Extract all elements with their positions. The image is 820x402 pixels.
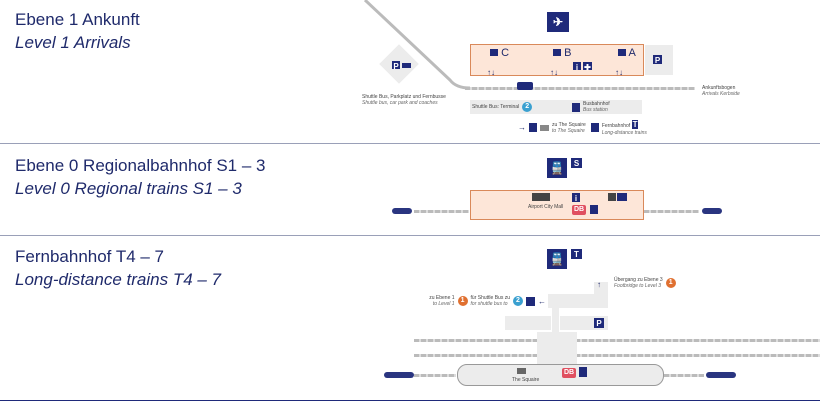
parking-icon: P (653, 55, 662, 65)
ice-train-left-icon (384, 372, 414, 378)
shuttle-bus-strip (470, 100, 642, 114)
shuttle-number: 2 (513, 296, 523, 306)
to-level1-label: zu Ebene 1 (429, 295, 455, 301)
ticket-icon (617, 193, 627, 201)
kerbside-label-en: Arrivals Kerbside (702, 91, 740, 97)
shuttle-terminal-label: Shuttle Bus: Terminal (472, 104, 520, 110)
connector (537, 332, 577, 368)
shuttle-label: für Shuttle Bus zu (470, 295, 510, 301)
bus-icon (402, 63, 411, 68)
bus-station-label-en: Bus station (583, 107, 608, 113)
footbridge-label: Übergang zu Ebene 3 (614, 277, 663, 283)
road (414, 339, 820, 342)
squaire-label: zu The Squaire (552, 121, 586, 128)
shopping-icon (532, 193, 550, 201)
meeting-point-icon: ✚ (583, 62, 592, 72)
train-left-icon (392, 208, 412, 214)
help-icon (608, 193, 616, 201)
access-road (363, 0, 470, 90)
walkway-icon (529, 123, 537, 132)
shuttle-label-en: for shuttle bus to (470, 301, 508, 307)
arrivals-plane-icon: ✈ (547, 12, 569, 32)
fern-subtitle: Long-distance trains T4 – 7 (15, 270, 222, 289)
gate-a: A (618, 47, 636, 59)
ticket-machine-icon (590, 205, 598, 214)
parking-area: P (645, 45, 673, 75)
info-icon: i (573, 62, 581, 72)
baggage-icon (490, 49, 498, 56)
level1-subtitle: Level 1 Arrivals (15, 33, 131, 52)
baggage-icon (553, 49, 561, 56)
walkway (552, 306, 559, 334)
baggage-icon (618, 49, 626, 56)
gate-b: B (553, 47, 571, 59)
footbridge-label-en: Footbridge to Level 3 (614, 283, 661, 289)
shuttle-label-en: Shuttle bus, car park and coaches (362, 100, 438, 106)
walkway (548, 294, 608, 308)
shuttle-number: 2 (522, 102, 533, 112)
fernbahnhof-label: Fernbahnhof (601, 123, 631, 129)
road (414, 354, 820, 357)
escalator-icon: ↑↓ (487, 68, 495, 77)
mall-label: Airport City Mall (528, 204, 564, 210)
building-block (505, 316, 551, 330)
level1-title: Ebene 1 Ankunft (15, 10, 140, 29)
level1-number: 1 (457, 296, 468, 306)
squaire-icon (540, 124, 549, 131)
db-logo: DB (562, 368, 577, 378)
t-badge: T (571, 249, 582, 259)
walkway-icon (526, 296, 535, 306)
fern-title: Fernbahnhof T4 – 7 (15, 247, 165, 266)
arrow-left-icon: ← (538, 296, 546, 306)
level0-title: Ebene 0 Regionalbahnhof S1 – 3 (15, 156, 266, 175)
long-distance-platform (457, 364, 664, 386)
train-right-icon (702, 208, 722, 214)
bus-icon (517, 82, 533, 90)
train-icon: 🚆 (547, 249, 567, 269)
escalator-icon: ↑↓ (550, 68, 558, 77)
db-logo: DB (572, 205, 587, 215)
track (414, 374, 456, 377)
track (664, 374, 704, 377)
footbridge-number: 1 (665, 278, 676, 288)
fernbahnhof-label-en: Long-distance trains (601, 130, 647, 136)
shuttle-label: Shuttle Bus, Parkplatz und Fernbusse (362, 94, 446, 100)
squaire-label: The Squaire (512, 377, 540, 383)
arrow-up-icon: ↑ (597, 280, 601, 289)
divider (0, 235, 820, 236)
info-icon: i (572, 193, 580, 203)
kerbside-label: Ankunftsbogen (702, 85, 736, 91)
t-badge: T (631, 120, 639, 129)
squaire-label-en: to The Squaire (552, 127, 585, 134)
parking-icon: P (594, 318, 604, 328)
divider (0, 400, 820, 401)
track (414, 210, 469, 213)
bus-station-icon (572, 102, 580, 112)
squaire-icon (517, 368, 526, 374)
to-level1-label-en: to Level 1 (432, 301, 455, 307)
divider (0, 143, 820, 144)
level0-subtitle: Level 0 Regional trains S1 – 3 (15, 179, 242, 198)
train-icon (590, 123, 599, 132)
ice-train-right-icon (706, 372, 736, 378)
kerbside-road (465, 87, 695, 90)
gate-c: C (490, 47, 509, 59)
parking-icon: P (392, 61, 400, 71)
train-icon: 🚆 (547, 158, 567, 178)
s-badge: S (571, 158, 582, 168)
ticket-machine-icon (579, 367, 587, 377)
arrow-right-icon: → (518, 123, 526, 132)
bus-station-label: Busbahnhof (583, 101, 610, 107)
escalator-icon: ↑↓ (615, 68, 623, 77)
track (644, 210, 699, 213)
shuttle-terminal-row: Shuttle Bus: Terminal 2 (472, 102, 533, 112)
